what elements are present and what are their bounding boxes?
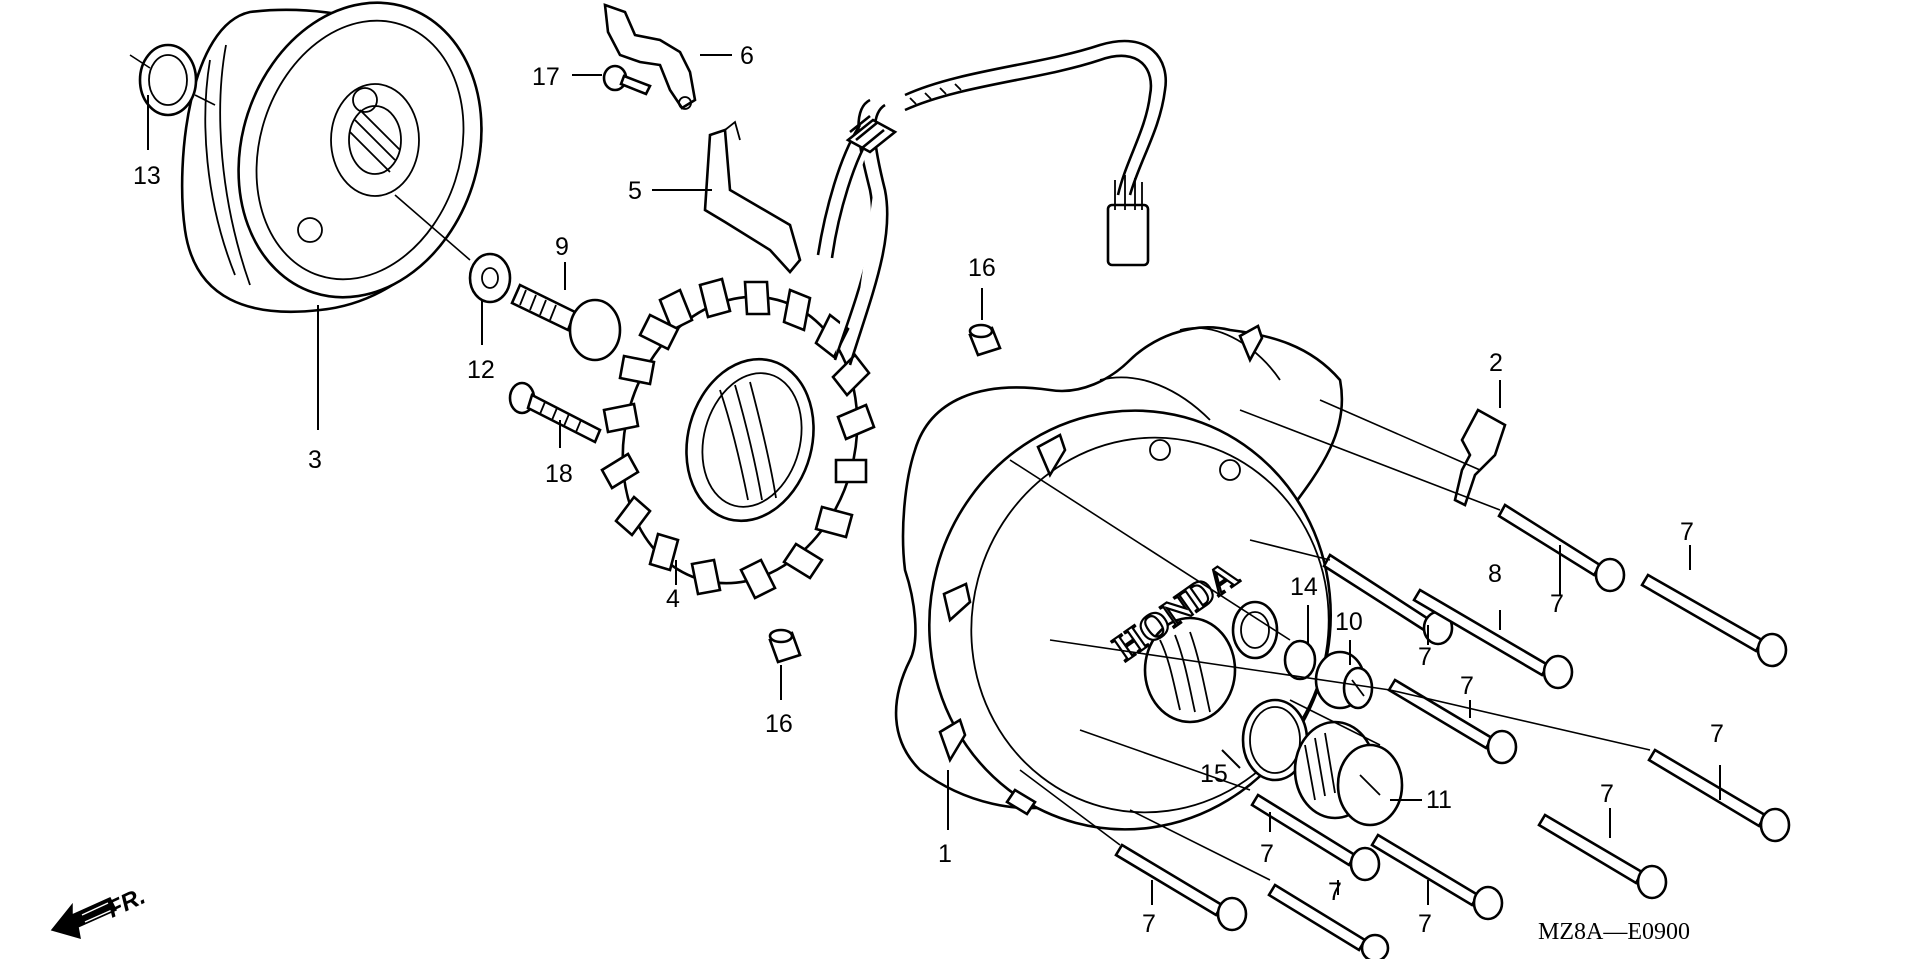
front-direction-label: FR. (103, 883, 149, 924)
callout-2: 2 (1489, 349, 1503, 377)
callout-11: 11 (1426, 786, 1452, 814)
callout-14: 14 (1290, 573, 1318, 601)
callout-18: 18 (545, 460, 573, 488)
callout-15: 15 (1200, 760, 1228, 788)
callout-5: 5 (628, 177, 642, 205)
diagram-code: MZ8A—E0900 (1538, 919, 1690, 945)
cover-bolt-long (1412, 588, 1574, 690)
callout-7: 7 (1418, 643, 1432, 671)
callout-7: 7 (1550, 590, 1564, 618)
callout-7: 7 (1680, 518, 1694, 546)
cover-bolt (1497, 503, 1626, 593)
callout-16-lower: 16 (765, 710, 793, 738)
dowel-pin (768, 628, 802, 664)
front-direction-arrow (50, 897, 118, 940)
cover-bolt (1267, 883, 1390, 959)
cover-bolt (1640, 573, 1788, 668)
callout-9: 9 (555, 233, 569, 261)
timing-plug (1314, 650, 1374, 710)
washer (468, 252, 512, 304)
cover-bolt (1387, 678, 1518, 765)
wire-bracket (703, 128, 802, 274)
crankcase-cover (894, 324, 1344, 831)
callout-7: 7 (1460, 672, 1474, 700)
callout-13: 13 (133, 162, 161, 190)
callout-4: 4 (666, 585, 680, 613)
leader-lines (147, 54, 1721, 905)
callout-7: 7 (1328, 878, 1342, 906)
callout-7: 7 (1418, 910, 1432, 938)
assembly-axes (129, 54, 1651, 881)
cover-bolt (1250, 793, 1381, 882)
callout-12: 12 (467, 356, 495, 384)
callout-7: 7 (1600, 780, 1614, 808)
stator-coil (600, 277, 876, 600)
callout-8: 8 (1488, 560, 1502, 588)
hole-cap (1293, 720, 1404, 827)
cover-bolt (1537, 813, 1668, 900)
flywheel-bolt (510, 283, 622, 362)
oil-seal (1231, 600, 1279, 660)
stator-bolt (508, 381, 602, 444)
callout-16-upper: 16 (968, 254, 996, 282)
callout-6: 6 (740, 42, 754, 70)
flywheel-rotor (180, 1, 483, 314)
callout-7: 7 (1142, 910, 1156, 938)
wire-harness (816, 39, 1168, 366)
wire-clamp (603, 3, 697, 110)
callout-10: 10 (1335, 608, 1363, 636)
cover-bolt (1114, 843, 1248, 932)
callout-1: 1 (938, 840, 952, 868)
cover-bolt (1322, 553, 1454, 646)
callout-17: 17 (532, 63, 560, 91)
callout-7: 7 (1260, 840, 1274, 868)
cover-bracket (1453, 408, 1507, 507)
callout-7: 7 (1710, 720, 1724, 748)
dowel-pin (968, 323, 1002, 357)
cover-bolt (1370, 833, 1504, 921)
o-ring-small (1283, 639, 1317, 681)
callout-3: 3 (308, 446, 322, 474)
cover-bolt (1647, 748, 1791, 843)
clamp-bolt (602, 64, 652, 96)
